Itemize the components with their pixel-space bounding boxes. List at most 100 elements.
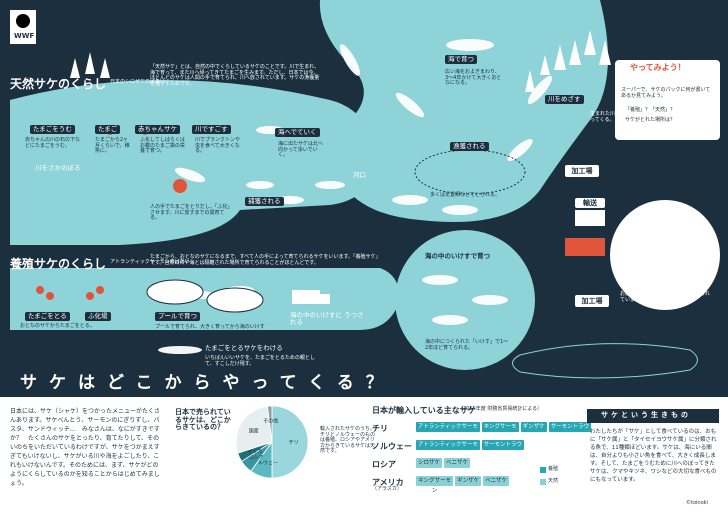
pie-slice-4	[235, 405, 273, 454]
pool-1	[146, 279, 204, 305]
about-title: サケという生きもの	[601, 411, 691, 419]
import-chip-3-1: ギンザケ	[455, 476, 482, 486]
import-country-3: アメリカ	[372, 478, 404, 487]
pie-label-3: アメリカ	[243, 449, 263, 455]
pool-2	[206, 287, 264, 313]
step-sea-grow: 海で育つ	[445, 55, 477, 65]
farm-note-pool: プールで育てられ、大きく育ってから海のいけすへうつされる。	[155, 324, 265, 336]
import-country-1: ノルウェー	[372, 442, 412, 451]
cage-circle	[395, 230, 535, 370]
step-upriver: 川をめざす	[545, 95, 584, 105]
step-baby: 赤ちゃんサケ	[135, 125, 180, 135]
step-go-upriver: 川をさかのぼる	[35, 164, 81, 172]
step-sea-out: 海へでていく	[275, 128, 320, 138]
try-it-title: やってみよう！	[630, 63, 686, 72]
note-sea-out: 海に出たサケは北へ向かって泳いでいく。	[278, 141, 324, 158]
pie-title: 日本で売られているサケは、どこからきているの？	[175, 408, 231, 432]
try-it-opt2: サケがとれた場所は？	[625, 117, 676, 123]
note-capture: たまごをとるため。	[250, 209, 295, 215]
try-it-q1: スーパーで、サケのパックに何が書いてあるか見てみよう。	[621, 87, 711, 99]
farm-step-sort: たまごをとるサケをわける	[205, 344, 283, 352]
about-header: サケという生きもの	[587, 409, 719, 423]
farm-step-move-cage: 海の中のいけすに うつされる	[290, 311, 364, 327]
farm-note-sort: いちばんいいサケを、たまごをとるための親として、すこしだけ残す。	[205, 355, 315, 367]
pie-slice-0	[271, 405, 309, 479]
farm-step-take-eggs: たまごをとる	[25, 312, 70, 322]
main-banner: サケはどこからやってくる？	[20, 373, 395, 393]
cage-note: 海の中につくられた「いけす」で1〜2年ほど育てられる。	[425, 339, 509, 351]
import-source: （2015年度 財務省貿易統計による）	[458, 406, 543, 412]
import-title: 日本が輸入している主なサケ	[372, 406, 476, 415]
bottom-intro: 日本には、サケ（シャケ）をつかったメニューがたくさんあります。サケべんとう、サー…	[10, 408, 161, 487]
import-chip-0-3: サーモントラウト	[548, 422, 592, 440]
step-capture: 捕獲される	[245, 197, 284, 207]
step-egg: たまご	[95, 125, 121, 135]
note-sea-grow: 広い海をおよぎまわり、3〜4年かけて大きくおとなになる。	[445, 69, 502, 86]
about-text: わたしたちが「サケ」として食べているのは、おもに「サケ属」と「タイセイヨウサケ属…	[590, 429, 717, 483]
transport-box: 輸送	[575, 198, 605, 208]
import-country-0: チリ	[372, 424, 388, 433]
farm-note-take: おとなのサケからたまごをとる。	[20, 323, 95, 329]
pie-label-2: ロシア	[249, 455, 264, 461]
wwf-logo: WWF	[10, 10, 36, 44]
import-country-2: ロシア	[372, 460, 396, 469]
pie-slice-5	[267, 405, 273, 443]
farm-step-pool: プールで育つ	[155, 312, 200, 322]
try-it-panel: やってみよう！ スーパーで、サケのパックに何が書いてあるか見てみよう。 「養殖」…	[615, 60, 720, 140]
trees	[70, 30, 611, 92]
legend-wild-swatch	[540, 479, 546, 485]
import-chip-1-0: アトランティックサーモン	[416, 440, 480, 458]
processing-box-farm: 加工場	[575, 295, 609, 307]
crate-icon	[565, 238, 605, 256]
truck-icon	[292, 290, 320, 304]
legend-farm-swatch	[540, 467, 546, 473]
big-salmon-outline	[512, 343, 698, 379]
note-egg: たまごから2ヶ月くらいで、稚魚に。	[95, 137, 130, 154]
import-table: チリアトランティックサーモンキングサーモンギンザケサーモントラウトノルウェーアト…	[372, 419, 592, 499]
step-river: 川ですごす	[192, 125, 231, 135]
note-baby: ふ化してしばらくはお腹のたまご袋の栄養で育つ。	[140, 137, 185, 154]
wild-tag: 日本のシロザケのばあい	[110, 79, 166, 85]
cage-label: 海の中のいけすで育つ	[425, 252, 491, 260]
import-chip-0-0: アトランティックサーモン	[416, 422, 480, 440]
store-note: お店に並んだら、スーパーなどで売られています。	[620, 291, 710, 303]
pie-note: 輸入されたサケのうち、チリとノルウェーのものは養殖、ロシアやアメリカからきている…	[320, 426, 376, 454]
sea-area	[319, 0, 608, 222]
farm-step-hatchery: ふ化場	[85, 312, 111, 322]
store-circle	[610, 200, 720, 310]
import-chip-1-1: サーモントラウト	[481, 440, 524, 458]
farm-intro: たまごから、おとなのサケになるまで、すべて人の手によって育てられるサケをいいます…	[150, 254, 379, 266]
note-hatch: 人の手でたまごをとりだし、「ふ化」させます。川に放すまでの間育てる。	[150, 204, 230, 221]
processing-box-wild: 加工場	[565, 165, 599, 177]
farm-section-title: 養殖サケのくらし	[10, 257, 107, 271]
import-country-sub-3: （アラスカ）	[372, 486, 402, 492]
import-chip-3-0: キングサーモン	[416, 476, 454, 494]
try-it-opt1: 「養殖」？「天然」？	[625, 107, 676, 113]
import-chip-3-2: ベニザケ	[483, 476, 510, 486]
wild-intro: 「天然サケ」とは、自然の中でくらしているサケのことです。川で生まれ、海で育って、…	[150, 64, 320, 87]
import-chip-0-1: キングサーモン	[481, 422, 519, 440]
step-caught: 漁獲される	[450, 142, 489, 152]
note-caught: 多くは定置網などでとられる。	[430, 192, 500, 198]
note-lay: 赤ちゃんの川の石の下などにたまごをうむ。	[25, 137, 81, 149]
note-river: 川でプランクトンや虫を食べて大きくなる。	[195, 137, 241, 154]
credit: ©toinoki	[686, 500, 708, 506]
pie-label-1: ノルウェー	[253, 460, 278, 467]
pie-label-5: その他	[263, 417, 278, 424]
pie-label-4: 国産	[249, 427, 259, 434]
store-label: お店にならぶ	[635, 209, 683, 218]
farm-tag: アトランティックサーモンのばあい	[110, 259, 190, 265]
import-chip-0-2: ギンザケ	[520, 422, 547, 432]
step-lay-eggs: たまごをうむ	[30, 125, 75, 135]
legend-wild: 天然	[548, 478, 559, 484]
note-upriver: 生まれた川へもどってくる。	[590, 111, 630, 123]
bottom-panel: 日本には、サケ（シャケ）をつかったメニューがたくさんあります。サケべんとう、サー…	[0, 397, 728, 512]
legend-farm: 養殖	[548, 466, 559, 472]
import-chip-2-0: シロザケ	[416, 458, 442, 468]
wild-section-title: 天然サケのくらし	[10, 77, 107, 91]
import-chip-2-1: ベニザケ	[444, 458, 470, 468]
estuary-label: 河口	[353, 171, 366, 179]
pie-label-0: チリ	[289, 440, 299, 446]
